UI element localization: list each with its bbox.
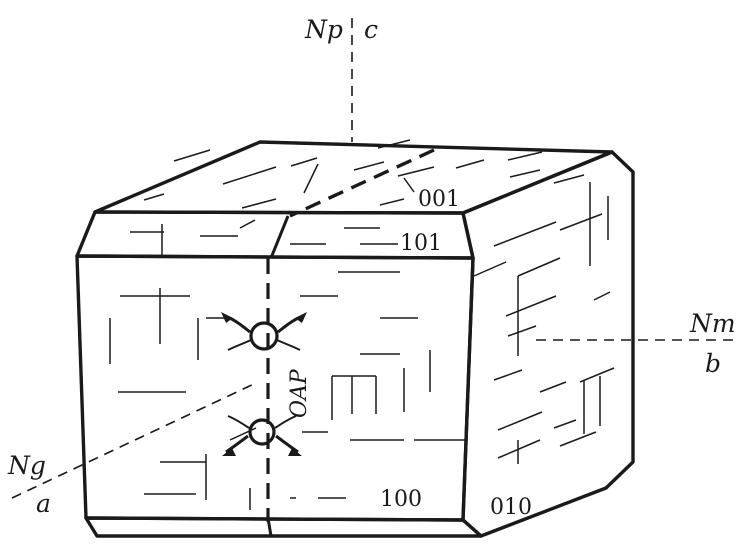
ng-a-axis (11, 381, 259, 499)
label-oap: OAP (287, 368, 312, 418)
oap-trace-chamfer (266, 517, 273, 537)
axis-lines (11, 18, 734, 499)
label-face-010: 010 (490, 495, 532, 520)
face-010-side (461, 150, 635, 538)
face-001-top (93, 140, 614, 215)
front-bottom-chamfer (84, 516, 483, 538)
label-face-101: 101 (400, 231, 442, 256)
label-face-001: 001 (418, 187, 460, 212)
oap-trace-bevel (269, 215, 290, 259)
label-b: b (705, 349, 721, 378)
optic-axis-circle-lower (248, 418, 276, 446)
crystal-outline (75, 140, 635, 538)
oap-trace-top (289, 148, 435, 218)
label-nm: Nm (689, 309, 736, 338)
label-a: a (36, 489, 51, 518)
cleavage-marks (109, 139, 615, 510)
label-ng: Ng (7, 451, 46, 480)
label-c: c (364, 15, 378, 44)
label-np: Np (304, 15, 343, 44)
label-face-100: 100 (380, 487, 422, 512)
diagram-labels: Np c Nm b Ng a OAP 001 101 100 010 (7, 15, 736, 520)
oap-plane-trace (266, 148, 435, 537)
optic-axis-emergence-upper (221, 312, 307, 351)
optic-axis-emergence-lower (222, 415, 302, 456)
optic-axis-circle-upper (249, 321, 279, 351)
